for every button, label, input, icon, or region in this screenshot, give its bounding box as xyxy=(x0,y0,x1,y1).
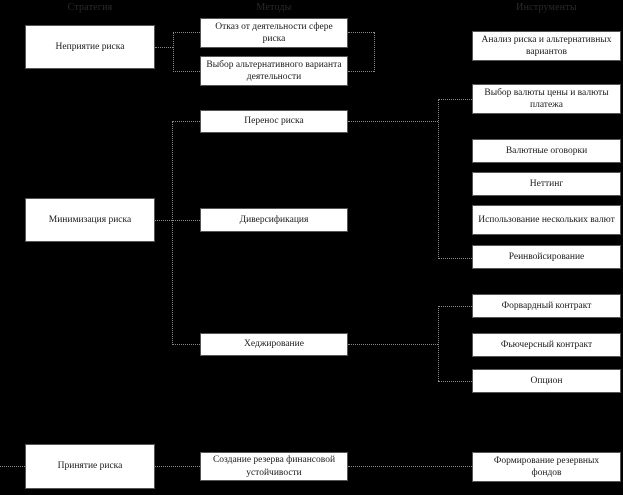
box-financial-reserve[interactable]: Создание резерва финансовой устойчивости xyxy=(200,452,348,481)
connector-transfer-out xyxy=(348,121,438,122)
connector-bracket-right-transfer xyxy=(438,99,439,259)
box-forward-contract[interactable]: Форвардный контракт xyxy=(472,294,621,318)
box-futures-contract-label: Фьючерсный контракт xyxy=(500,339,593,350)
connector-bracket-transfer xyxy=(172,121,200,122)
box-risk-transfer-label: Перенос риска xyxy=(244,116,304,127)
connector-bracket-left-minimization xyxy=(172,121,173,345)
connector-acceptance-to-reserve xyxy=(155,466,200,467)
column-header-strategy: Стратегия xyxy=(67,2,113,13)
box-option[interactable]: Опцион xyxy=(472,369,621,393)
box-diversification-label: Диверсификация xyxy=(239,214,309,225)
box-option-label: Опцион xyxy=(530,375,563,386)
connector-left-edge-acceptance xyxy=(0,466,25,467)
connector-alternative-out xyxy=(348,71,374,72)
box-netting[interactable]: Неттинг xyxy=(472,172,621,196)
box-risk-minimization[interactable]: Минимизация риска xyxy=(25,198,155,242)
connector-bracket-diversification xyxy=(172,220,200,221)
connector-bracket-hedging xyxy=(172,344,200,345)
column-header-instruments: Инструменты xyxy=(516,2,577,13)
connector-hedging-out xyxy=(348,344,438,345)
box-refusal-activity[interactable]: Отказ от деятельности сфере риска xyxy=(200,18,348,48)
connector-aversion-to-bracket xyxy=(155,47,173,48)
box-currency-choice-label: Выбор валюты цены и валюты платежа xyxy=(484,87,609,111)
connector-minimization-to-bracket xyxy=(155,220,172,221)
box-currency-clauses-label: Валютные оговорки xyxy=(505,145,588,156)
box-risk-transfer[interactable]: Перенос риска xyxy=(200,110,348,133)
box-risk-analysis-label: Анализ риска и альтернативных вариантов xyxy=(481,34,612,58)
box-refusal-activity-label: Отказ от деятельности сфере риска xyxy=(215,21,333,45)
box-risk-acceptance-label: Принятие риска xyxy=(57,461,123,472)
box-reserve-funds-label: Формирование резервных фондов xyxy=(493,455,600,479)
connector-refusal-out xyxy=(348,32,374,33)
box-multi-currency[interactable]: Использование нескольких валют xyxy=(472,205,621,235)
connector-bracket-left-aversion xyxy=(173,32,174,72)
connector-bracket-right-aversion xyxy=(374,32,375,72)
box-reserve-funds[interactable]: Формирование резервных фондов xyxy=(472,452,621,482)
box-futures-contract[interactable]: Фьючерсный контракт xyxy=(472,333,621,357)
connector-to-currency-choice xyxy=(438,99,472,100)
box-hedging-label: Хеджирование xyxy=(244,339,304,350)
connector-to-reinvoicing xyxy=(438,258,472,259)
connector-bracket-bottom-alternative xyxy=(173,71,200,72)
connector-to-option xyxy=(438,381,472,382)
box-risk-aversion-label: Неприятие риска xyxy=(55,41,125,52)
box-risk-aversion[interactable]: Неприятие риска xyxy=(25,25,155,69)
box-alternative-variant[interactable]: Выбор альтернативного варианта деятельно… xyxy=(200,56,348,86)
connector-reserve-to-funds xyxy=(348,466,472,467)
connector-bracket-top-refusal xyxy=(173,32,200,33)
box-diversification[interactable]: Диверсификация xyxy=(200,208,348,232)
box-risk-acceptance[interactable]: Принятие риска xyxy=(25,444,155,489)
box-risk-analysis[interactable]: Анализ риска и альтернативных вариантов xyxy=(472,31,621,61)
box-multi-currency-label: Использование нескольких валют xyxy=(478,214,615,225)
box-currency-choice[interactable]: Выбор валюты цены и валюты платежа xyxy=(472,84,621,114)
box-currency-clauses[interactable]: Валютные оговорки xyxy=(472,139,621,163)
box-netting-label: Неттинг xyxy=(529,178,564,189)
box-financial-reserve-label: Создание резерва финансовой устойчивости xyxy=(212,455,336,478)
connector-bracket-right-hedging xyxy=(438,306,439,381)
connector-to-forward xyxy=(438,306,472,307)
box-reinvoicing-label: Реинвойсирование xyxy=(508,251,585,262)
box-forward-contract-label: Форвардный контракт xyxy=(501,300,592,311)
box-risk-minimization-label: Минимизация риска xyxy=(48,214,132,225)
box-alternative-variant-label: Выбор альтернативного варианта деятельно… xyxy=(206,59,342,83)
box-reinvoicing[interactable]: Реинвойсирование xyxy=(472,245,621,269)
column-header-methods: Методы xyxy=(256,2,292,13)
box-hedging[interactable]: Хеджирование xyxy=(200,333,348,356)
